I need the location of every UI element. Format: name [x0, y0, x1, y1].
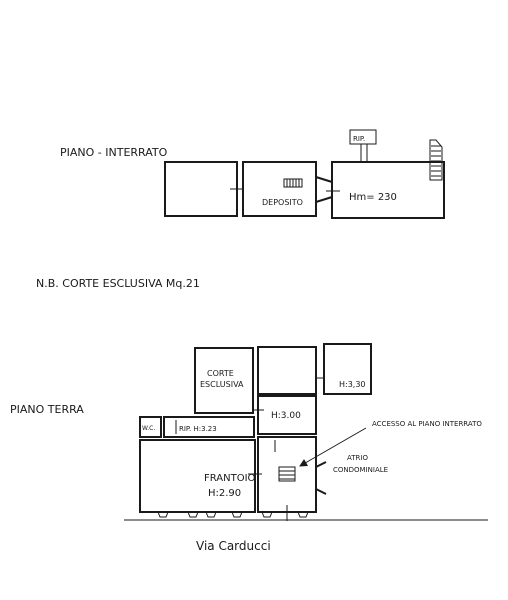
ground-plan: [124, 343, 488, 521]
room-330: [323, 343, 372, 395]
basement-height-label: Hm= 230: [349, 192, 397, 203]
basement-access-stair-icon: [278, 466, 296, 482]
courtyard-room: [194, 347, 254, 414]
rip-height-label: RIP. H:3.23: [179, 425, 217, 433]
street-label: Via Carducci: [196, 539, 271, 553]
courtyard-label-1: CORTE: [207, 369, 234, 378]
basement-plan: [164, 129, 445, 219]
room-height-300: H:3.00: [271, 411, 301, 421]
atrio-label-1: ATRIO: [347, 454, 368, 462]
room-300: [257, 395, 317, 435]
wc-label: W.C.: [142, 425, 155, 432]
foundation-feet: [157, 511, 309, 518]
basement-access-label: ACCESSO AL PIANO INTERRATO: [372, 420, 482, 428]
basement-room-deposito: [242, 161, 317, 217]
atrio-label-2: CONDOMINIALE: [333, 466, 388, 474]
atrio-entrance: [315, 461, 327, 495]
basement-passage: [315, 176, 333, 203]
basement-rip-label: RIP.: [353, 135, 365, 143]
basement-room-main: [331, 161, 445, 219]
courtyard-note: N.B. CORTE ESCLUSIVA Mq.21: [36, 277, 200, 290]
rip-room: [163, 416, 255, 438]
access-arrow: [299, 427, 367, 467]
basement-room-left: [164, 161, 238, 217]
ground-title: PIANO TERRA: [10, 403, 84, 416]
frantoio-height-label: H:2.90: [208, 488, 241, 499]
basement-rip-box: [349, 129, 377, 145]
room-height-330: H:3,30: [339, 380, 366, 389]
upper-middle-room: [257, 346, 317, 395]
frantoio-label: FRANTOIO: [204, 473, 256, 484]
wc-room: [139, 416, 162, 438]
basement-title: PIANO - INTERRATO: [60, 146, 168, 159]
courtyard-label-2: ESCLUSIVA: [200, 380, 244, 389]
basement-stair-icon: [429, 139, 443, 181]
deposit-label: DEPOSITO: [262, 198, 303, 207]
